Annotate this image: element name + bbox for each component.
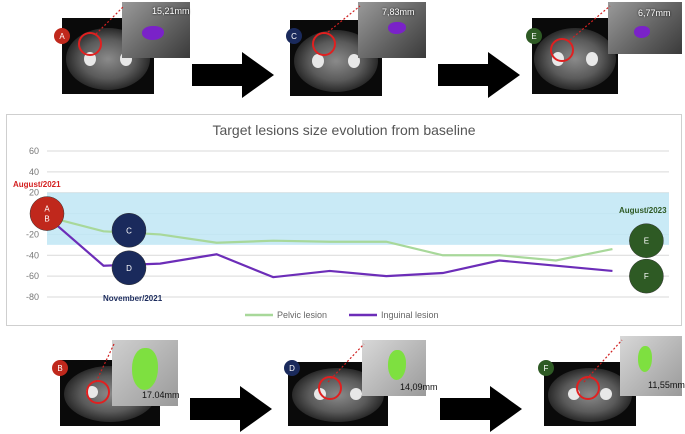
legend: Pelvic lesion Inguinal lesion — [245, 310, 439, 320]
badge-c: C — [286, 28, 302, 44]
marker-d — [111, 250, 147, 286]
y-tick-label: 20 — [29, 188, 39, 198]
annotation-november-2021: November/2021 — [103, 294, 163, 303]
marker-label: C — [126, 226, 132, 235]
badge-f: F — [538, 360, 554, 376]
chart-title: Target lesions size evolution from basel… — [212, 122, 475, 138]
chart-panel: Target lesions size evolution from basel… — [6, 114, 682, 326]
arrow-right-icon — [440, 386, 522, 432]
y-tick-label: -80 — [26, 292, 39, 302]
marker-e — [629, 223, 664, 258]
badge-a: A — [54, 28, 70, 44]
arrow-right-icon — [190, 386, 272, 432]
lesion-measurement: 6,77mm — [638, 8, 671, 18]
lesion-measurement: 7,83mm — [382, 7, 415, 17]
zoom-inset: 6,77mm — [608, 2, 682, 54]
y-tick-label: 40 — [29, 167, 39, 177]
ct-scan-image — [532, 18, 618, 94]
lesion-measurement: 17.04mm — [142, 390, 180, 400]
y-tick-label: -60 — [26, 271, 39, 281]
marker-c — [111, 213, 147, 248]
marker-f — [629, 258, 664, 294]
ct-scan-image — [544, 362, 636, 426]
leader-lines — [95, 339, 623, 383]
marker-label: B — [44, 215, 49, 224]
badge-b: B — [52, 360, 68, 376]
zoom-inset: 17.04mm — [112, 340, 180, 406]
marker-label: E — [644, 237, 649, 246]
stable-disease-band — [47, 192, 669, 245]
annotation-august-2023: August/2023 — [619, 206, 667, 215]
y-tick-label: -20 — [26, 229, 39, 239]
badge-e: E — [526, 28, 542, 44]
y-tick-label: -40 — [26, 250, 39, 260]
zoom-inset: 14,09mm — [362, 340, 438, 396]
legend-inguinal: Inguinal lesion — [381, 310, 439, 320]
legend-pelvic: Pelvic lesion — [277, 310, 327, 320]
arrow-right-icon — [438, 52, 520, 98]
badge-d: D — [284, 360, 300, 376]
arrow-right-icon — [192, 52, 274, 98]
line-chart: Target lesions size evolution from basel… — [13, 122, 669, 320]
marker-a — [29, 196, 65, 231]
y-tick-label: 60 — [29, 146, 39, 156]
leader-lines — [95, 5, 611, 41]
marker-label: A — [44, 205, 50, 214]
lesion-measurement: 15,21mm — [152, 6, 190, 16]
zoom-inset: 7,83mm — [358, 2, 426, 58]
zoom-inset: 15,21mm — [122, 2, 190, 58]
zoom-inset: 11,55mm — [620, 336, 685, 396]
lesion-measurement: 11,55mm — [648, 380, 685, 390]
lesion-measurement: 14,09mm — [400, 382, 438, 392]
marker-label: F — [644, 272, 649, 281]
annotation-august-2021: August/2021 — [13, 180, 61, 189]
marker-label: D — [126, 264, 132, 273]
